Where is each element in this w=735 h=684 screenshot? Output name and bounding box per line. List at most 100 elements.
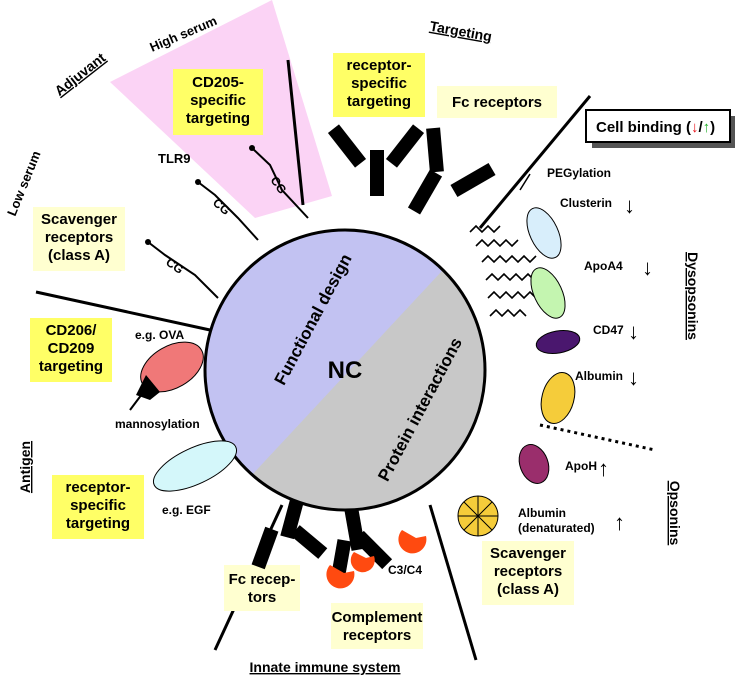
cell-binding-down-arrow: ↓ — [691, 119, 699, 136]
fc-bottom-line1: Fc recep- — [229, 571, 296, 588]
scavenger-right-line1: Scavenger — [490, 545, 566, 562]
scavenger-left-line2: receptors — [45, 229, 113, 246]
svg-text:Albumin(denaturated): Albumin(denaturated) — [518, 506, 595, 535]
pegylation-label: PEGylation — [547, 166, 611, 180]
complement-box — [331, 603, 423, 649]
scavenger-right-box — [482, 541, 574, 605]
opsonins-label: Opsonins — [667, 481, 683, 546]
antibody-icon — [251, 498, 328, 570]
receptor-top-line2: specific — [351, 75, 407, 92]
receptor-left-line1: receptor- — [65, 479, 130, 496]
apoh-label: ApoH — [565, 459, 597, 473]
apoa4-down-arrow: ↓ — [642, 255, 653, 280]
dysopsonins-label: Dysopsonins — [685, 252, 701, 340]
clusterin-label: Clusterin — [560, 196, 612, 210]
albumin-down-arrow: ↓ — [628, 365, 639, 390]
albumin-protein — [540, 372, 576, 424]
cd206-line1: CD206/ — [46, 322, 98, 339]
cell-binding-prefix: Cell binding ( — [596, 119, 691, 136]
cd206-line3: targeting — [39, 358, 103, 375]
complement-icon — [398, 530, 427, 554]
divider-line — [478, 95, 592, 229]
albumin-den-line2: (denaturated) — [518, 521, 595, 535]
cd47-down-arrow: ↓ — [628, 319, 639, 344]
fc-bottom-box — [224, 565, 300, 611]
apoa4-label: ApoA4 — [584, 259, 623, 273]
scavenger-right-line3: (class A) — [497, 581, 559, 598]
mannosylation-label: mannosylation — [115, 417, 200, 431]
antibody-icon — [407, 127, 496, 215]
apoh-up-arrow: ↑ — [598, 456, 609, 481]
innate-immune-label: Innate immune system — [250, 659, 401, 675]
mannosylation-icon — [136, 375, 160, 400]
cg-strand — [147, 241, 219, 299]
scavenger-left-line3: (class A) — [48, 247, 110, 264]
cg-strand — [197, 181, 259, 241]
cd205-line1: CD205- — [192, 74, 244, 91]
scavenger-left-line1: Scavenger — [41, 211, 117, 228]
complement-line1: Complement — [332, 609, 423, 626]
receptor-top-line3: targeting — [347, 93, 411, 110]
ova-label: e.g. OVA — [135, 328, 184, 342]
scavenger-left-box — [33, 207, 125, 271]
cg-dot — [249, 145, 255, 151]
nanocarrier-circle — [203, 228, 487, 512]
fc-top-label: Fc receptors — [452, 94, 542, 111]
receptor-top-line1: receptor- — [346, 57, 411, 74]
antibody-icon — [330, 509, 393, 581]
pegylation-chains — [469, 224, 541, 318]
antigen-label: Antigen — [17, 441, 33, 493]
adjuvant-label: Adjuvant — [51, 49, 108, 99]
egf-antigen — [153, 440, 237, 492]
cd47-protein — [535, 330, 581, 354]
cell-binding-box — [585, 109, 731, 143]
complement-line2: receptors — [343, 627, 411, 644]
cell-binding-suffix: ) — [710, 119, 715, 136]
svg-text:Cell binding (↓/↑): Cell binding (↓/↑) — [596, 119, 715, 136]
scavenger-right-line2: receptors — [494, 563, 562, 580]
tlr9-label: TLR9 — [158, 151, 191, 166]
mannosylation-line — [129, 393, 143, 411]
divider-line — [35, 290, 211, 332]
divider-line — [286, 59, 305, 206]
cd206-line2: CD209 — [48, 340, 95, 357]
cg-label: CG — [210, 196, 233, 218]
egf-label: e.g. EGF — [162, 503, 211, 517]
targeting-label: Targeting — [429, 18, 494, 45]
fc-bottom-line2: tors — [248, 589, 276, 606]
c3c4-label: C3/C4 — [388, 563, 422, 577]
receptor-top-box — [333, 53, 425, 117]
cg-strand — [251, 147, 309, 219]
apoh-protein — [518, 444, 550, 484]
cell-binding-sep: / — [699, 119, 704, 136]
cg-dot — [195, 179, 201, 185]
cd205-line3: targeting — [186, 110, 250, 127]
albumin-den-line1: Albumin — [518, 506, 566, 520]
divider-line — [428, 504, 478, 661]
albumin-label: Albumin — [575, 369, 623, 383]
cd206-box — [30, 318, 112, 382]
cg-dot — [145, 239, 151, 245]
pegylation-line — [519, 173, 531, 191]
antibody-icon — [327, 124, 425, 196]
right-half-fill — [210, 230, 485, 510]
receptor-left-line3: targeting — [66, 515, 130, 532]
clusterin-protein — [526, 207, 562, 259]
complement-icon — [350, 552, 375, 573]
cell-binding-up-arrow: ↑ — [703, 119, 711, 136]
albumin-den-up-arrow: ↑ — [614, 510, 625, 535]
cd205-line2: specific — [190, 92, 246, 109]
cd47-label: CD47 — [593, 323, 624, 337]
svg-text:Fc recep-tors: Fc recep-tors — [229, 571, 296, 606]
receptor-left-line2: specific — [70, 497, 126, 514]
receptor-left-box — [52, 475, 144, 539]
